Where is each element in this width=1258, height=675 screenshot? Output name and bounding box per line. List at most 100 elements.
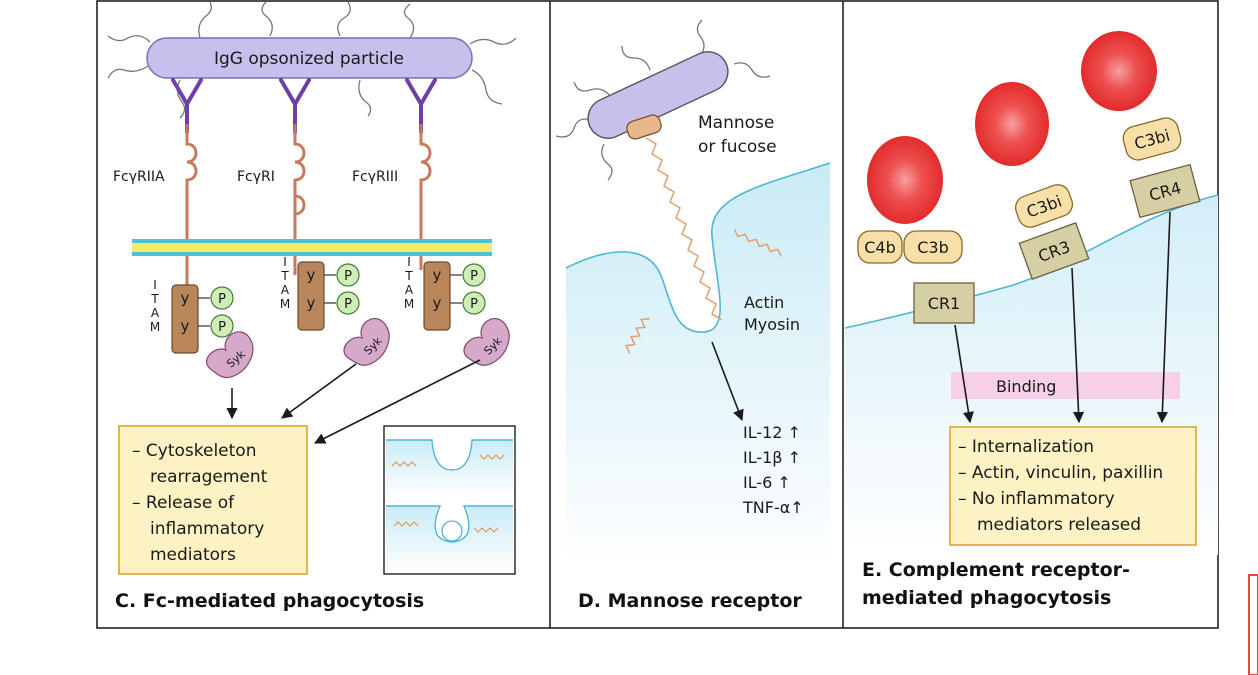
phosphate-letter: P bbox=[470, 269, 478, 284]
complement-result-box bbox=[949, 426, 1197, 546]
mannose-receptor-chain bbox=[645, 137, 723, 321]
phosphate-circle bbox=[336, 263, 360, 287]
mannose-label: Mannose or fucose bbox=[698, 113, 777, 157]
receptor-label-fcgri: FcγRI bbox=[237, 169, 275, 185]
fc-receptor-3 bbox=[405, 78, 437, 270]
actin-filaments-d bbox=[625, 228, 782, 354]
fc-result-line-2: rearragement bbox=[150, 467, 268, 487]
fc-result-line-1: – Cytoskeleton bbox=[132, 441, 256, 461]
itam-y-letter: y bbox=[181, 317, 190, 335]
itam-letter: T bbox=[404, 269, 413, 283]
svg-text:C3b: C3b bbox=[917, 238, 949, 257]
itam-box bbox=[423, 261, 451, 331]
binding-label: Binding bbox=[996, 377, 1056, 396]
fc-result-line-4: inflammatory bbox=[150, 519, 264, 539]
phosphate-letter: P bbox=[218, 292, 226, 307]
cytokine-1: IL-12 ↑ bbox=[743, 423, 801, 442]
receptor-stem bbox=[185, 124, 198, 350]
mannose-line-2: or fucose bbox=[698, 137, 777, 157]
fc-result-line-5: mediators bbox=[150, 545, 236, 565]
phosphate-letter: P bbox=[344, 297, 352, 312]
phosphate-circle bbox=[462, 263, 486, 287]
itam-box bbox=[297, 261, 325, 331]
itam-y-letter: y bbox=[433, 266, 442, 284]
complement-result-line-1: – Internalization bbox=[958, 437, 1094, 457]
cytokine-3: IL-6 ↑ bbox=[743, 473, 791, 492]
complement-ligand-c3bi: C3bi bbox=[1014, 184, 1074, 228]
fc-result-box bbox=[118, 425, 308, 575]
macrophage-cell-d bbox=[566, 163, 830, 570]
itam-letter: A bbox=[405, 283, 414, 297]
panel-d-caption: D. Mannose receptor bbox=[578, 590, 802, 612]
complement-result-line-4: mediators released bbox=[977, 515, 1141, 535]
actin-line-1: Actin bbox=[744, 293, 784, 312]
panel-c-caption: C. Fc-mediated phagocytosis bbox=[115, 590, 424, 612]
phosphate-letter: P bbox=[344, 269, 352, 284]
itam-letter: T bbox=[280, 269, 289, 283]
itam-letter: M bbox=[150, 320, 160, 334]
complement-result-line-2: – Actin, vinculin, paxillin bbox=[958, 463, 1163, 483]
bacterium bbox=[587, 51, 729, 139]
fc-receptor-2 bbox=[279, 78, 311, 275]
red-blood-cells bbox=[867, 31, 1157, 224]
complement-ligand-c3b: C3b bbox=[903, 230, 963, 264]
rbc-1 bbox=[867, 136, 943, 224]
complement-receptor-cr3: CR3 bbox=[1018, 222, 1090, 280]
complement-ligand-c4b: C4b bbox=[857, 230, 903, 264]
receptor-stem bbox=[293, 124, 306, 275]
itam-y-letter: y bbox=[181, 289, 190, 307]
itam-letter: T bbox=[150, 292, 159, 306]
mannose-line-1: Mannose bbox=[698, 113, 774, 133]
cytokine-2: IL-1β ↑ bbox=[743, 448, 801, 467]
itam-letter: M bbox=[404, 297, 414, 311]
actin-line-2: Myosin bbox=[744, 315, 800, 334]
complement-result-text: – Internalization – Actin, vinculin, paxi… bbox=[958, 437, 1163, 535]
receptor-stem bbox=[419, 124, 432, 270]
receptor-label-fcgriia: FcγRIIA bbox=[113, 169, 165, 185]
bacterium-fibers bbox=[555, 19, 771, 181]
rbc-2 bbox=[975, 82, 1049, 166]
syk-kinase: Syk bbox=[206, 331, 254, 379]
phagocytosis-inset bbox=[383, 425, 516, 575]
panel-c-arrows bbox=[226, 359, 481, 444]
side-tab-marker bbox=[1248, 574, 1258, 675]
panel-e-caption-line-2: mediated phagocytosis bbox=[862, 587, 1111, 609]
phosphate-circle bbox=[210, 286, 234, 310]
itam-letter: M bbox=[280, 297, 290, 311]
cytokine-arrow bbox=[711, 341, 744, 422]
phosphate-circle bbox=[336, 291, 360, 315]
phosphate-circle bbox=[462, 291, 486, 315]
itam-letter: I bbox=[153, 278, 157, 292]
membrane-bilayer bbox=[132, 239, 492, 256]
receptor-label-fcgriii: FcγRIII bbox=[352, 169, 398, 185]
svg-text:CR1: CR1 bbox=[928, 294, 960, 313]
phosphate-letter: P bbox=[470, 297, 478, 312]
mannose-ligand bbox=[626, 114, 662, 140]
fc-receptors bbox=[171, 78, 437, 350]
complement-ligand-c3bi: C3bi bbox=[1122, 117, 1182, 161]
complement-receptor-cr4: CR4 bbox=[1129, 163, 1201, 219]
receptor-loop bbox=[294, 194, 306, 216]
svg-text:C4b: C4b bbox=[864, 238, 896, 257]
particle-label: IgG opsonized particle bbox=[214, 49, 404, 69]
cytokine-4: TNF-α↑ bbox=[742, 498, 804, 517]
cell-membrane-e bbox=[844, 194, 1219, 329]
complement-result-line-3: – No inflammatory bbox=[958, 489, 1115, 509]
rbc-3 bbox=[1081, 31, 1157, 111]
itam-box bbox=[171, 284, 199, 354]
panel-e-arrows bbox=[954, 211, 1171, 424]
itam-letter: I bbox=[283, 255, 287, 269]
panel-c: IgG opsonized particle FcγRIIA FcγRI Fcγ… bbox=[107, 1, 517, 612]
phosphate-circle bbox=[210, 314, 234, 338]
binding-band bbox=[951, 372, 1180, 399]
syk-kinase: Syk bbox=[463, 318, 510, 366]
cytokine-list: IL-12 ↑ IL-1β ↑ IL-6 ↑ TNF-α↑ bbox=[742, 423, 804, 517]
